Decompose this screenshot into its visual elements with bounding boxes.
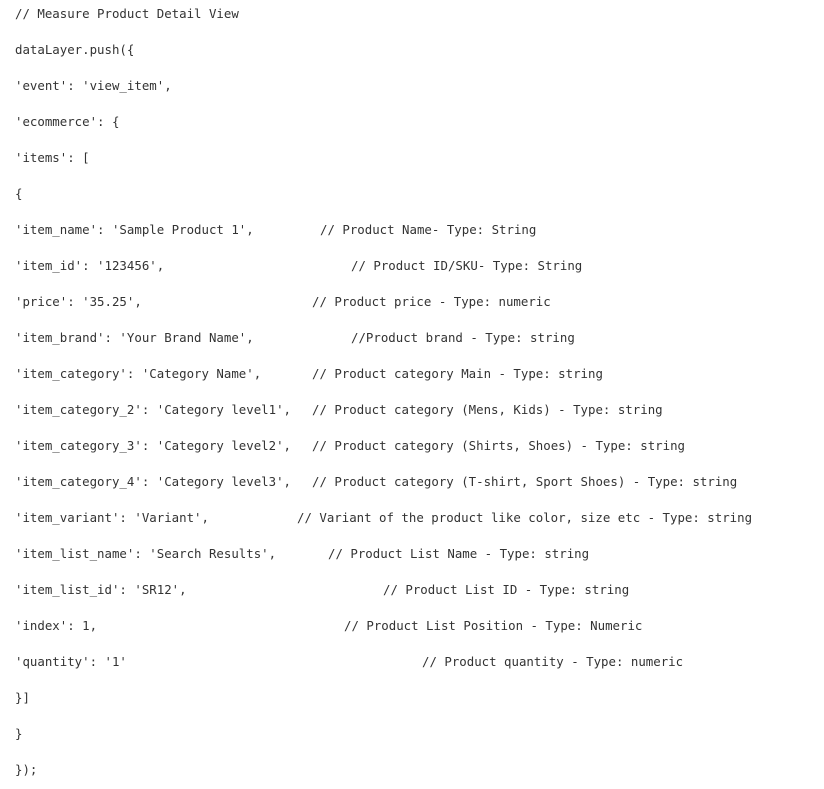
- code-line-6: 'item_name': 'Sample Product 1',: [15, 222, 254, 237]
- code-line-5: {: [15, 186, 23, 201]
- code-line-12: 'item_category_3': 'Category level2',: [15, 438, 292, 453]
- code-line-16: 'item_list_id': 'SR12',: [15, 582, 187, 597]
- code-comment-16: // Product List ID - Type: string: [383, 582, 630, 597]
- code-line-2: 'event': 'view_item',: [15, 78, 172, 93]
- code-line-4: 'items': [: [15, 150, 90, 165]
- code-comment-11: // Product category (Mens, Kids) - Type:…: [312, 402, 663, 417]
- code-comment-8: // Product price - Type: numeric: [312, 294, 551, 309]
- code-line-3: 'ecommerce': {: [15, 114, 120, 129]
- code-line-11: 'item_category_2': 'Category level1',: [15, 402, 292, 417]
- code-line-17: 'index': 1,: [15, 618, 98, 633]
- code-comment-10: // Product category Main - Type: string: [312, 366, 603, 381]
- code-comment-18: // Product quantity - Type: numeric: [422, 654, 684, 669]
- code-comment-13: // Product category (T-shirt, Sport Shoe…: [312, 474, 738, 489]
- code-comment-7: // Product ID/SKU- Type: String: [351, 258, 583, 273]
- code-line-20: }: [15, 726, 23, 741]
- code-comment-15: // Product List Name - Type: string: [328, 546, 590, 561]
- code-line-8: 'price': '35.25',: [15, 294, 142, 309]
- code-line-14: 'item_variant': 'Variant',: [15, 510, 209, 525]
- code-line-10: 'item_category': 'Category Name',: [15, 366, 262, 381]
- code-comment-6: // Product Name- Type: String: [320, 222, 537, 237]
- code-line-9: 'item_brand': 'Your Brand Name',: [15, 330, 254, 345]
- code-comment-17: // Product List Position - Type: Numeric: [344, 618, 643, 633]
- code-line-21: });: [15, 762, 38, 777]
- header-comment: // Measure Product Detail View: [15, 6, 239, 21]
- code-line-15: 'item_list_name': 'Search Results',: [15, 546, 277, 561]
- code-comment-12: // Product category (Shirts, Shoes) - Ty…: [312, 438, 685, 453]
- code-line-13: 'item_category_4': 'Category level3',: [15, 474, 292, 489]
- code-comment-9: //Product brand - Type: string: [351, 330, 575, 345]
- code-comment-14: // Variant of the product like color, si…: [297, 510, 753, 525]
- code-line-1: dataLayer.push({: [15, 42, 135, 57]
- code-line-19: }]: [15, 690, 30, 705]
- code-line-7: 'item_id': '123456',: [15, 258, 165, 273]
- code-line-18: 'quantity': '1': [15, 654, 127, 669]
